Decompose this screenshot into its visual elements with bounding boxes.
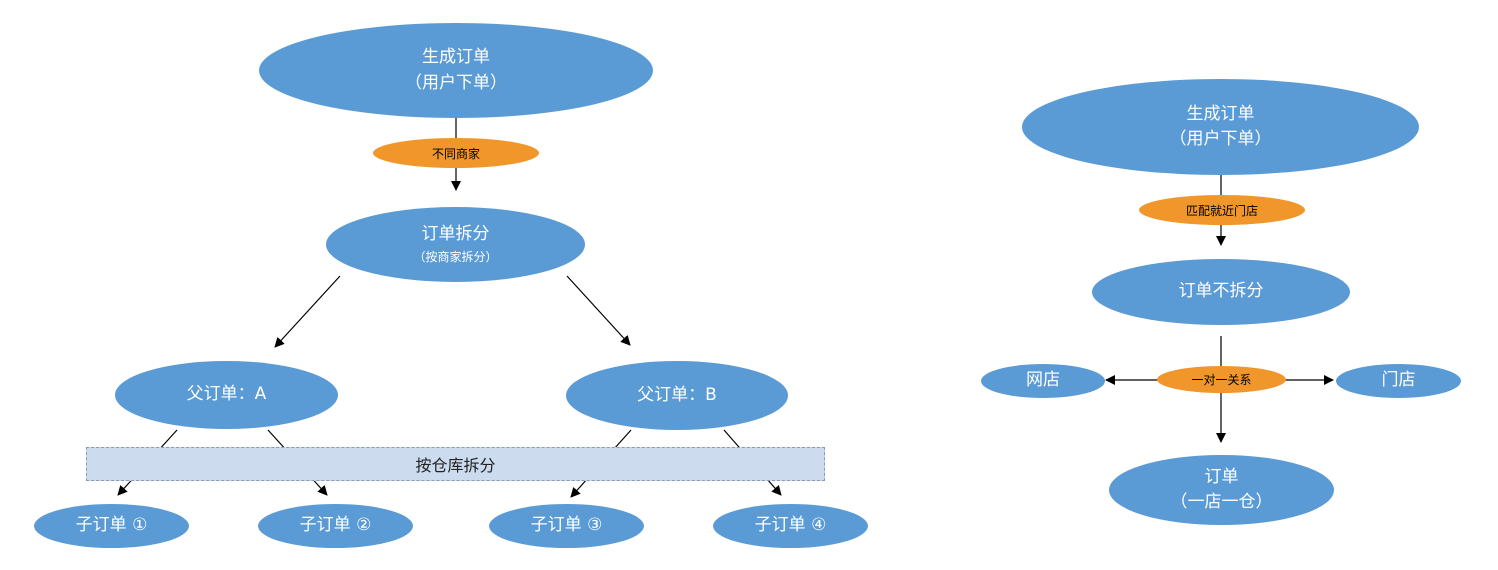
left-root-node: 生成订单 （用户下单） (259, 23, 653, 118)
left-split-title: 订单拆分 (421, 224, 490, 245)
child-order-2-label: 子订单 ② (299, 515, 372, 536)
left-root-title: 生成订单 (422, 47, 490, 68)
child-order-3-label: 子订单 ③ (530, 515, 603, 536)
parent-order-a-label: 父订单：A (186, 384, 267, 405)
no-split-label: 订单不拆分 (1178, 281, 1264, 302)
parent-order-a: 父订单：A (115, 361, 338, 429)
physical-store-label: 门店 (1381, 370, 1416, 391)
arrow-split-to-parent-b (566, 275, 631, 346)
child-order-4: 子订单 ④ (713, 504, 868, 548)
child-order-4-label: 子订单 ④ (754, 515, 827, 536)
child-order-1-label: 子订单 ① (75, 515, 148, 536)
online-shop-label: 网店 (1026, 370, 1060, 391)
child-order-1: 子订单 ① (34, 504, 189, 548)
parent-order-b: 父订单：B (566, 361, 788, 430)
left-split-node: 订单拆分 （按商家拆分） (326, 207, 585, 282)
right-order-node: 订单 （一店一仓） (1109, 455, 1334, 525)
right-root-title: 生成订单 (1186, 103, 1255, 124)
right-root-subtitle: （用户下单） (1169, 129, 1272, 149)
parent-order-b-label: 父订单：B (637, 384, 717, 405)
warehouse-split-band: 按仓库拆分 (86, 447, 825, 481)
left-condition-tag: 不同商家 (373, 138, 539, 168)
right-condition-tag: 匹配就近门店 (1139, 195, 1305, 225)
no-split-node: 订单不拆分 (1092, 259, 1350, 325)
relation-tag: 一对一关系 (1157, 366, 1286, 393)
physical-store-node: 门店 (1336, 364, 1461, 398)
arrow-split-to-parent-a (274, 275, 341, 348)
child-order-3: 子订单 ③ (489, 504, 644, 548)
online-shop-node: 网店 (981, 364, 1105, 398)
right-root-node: 生成订单 （用户下单） (1022, 79, 1419, 175)
left-split-subtitle: （按商家拆分） (413, 249, 498, 264)
child-order-2: 子订单 ② (258, 504, 413, 548)
right-order-title: 订单 (1204, 466, 1239, 487)
right-order-subtitle: （一店一仓） (1170, 492, 1273, 512)
left-root-subtitle: （用户下单） (405, 72, 507, 93)
